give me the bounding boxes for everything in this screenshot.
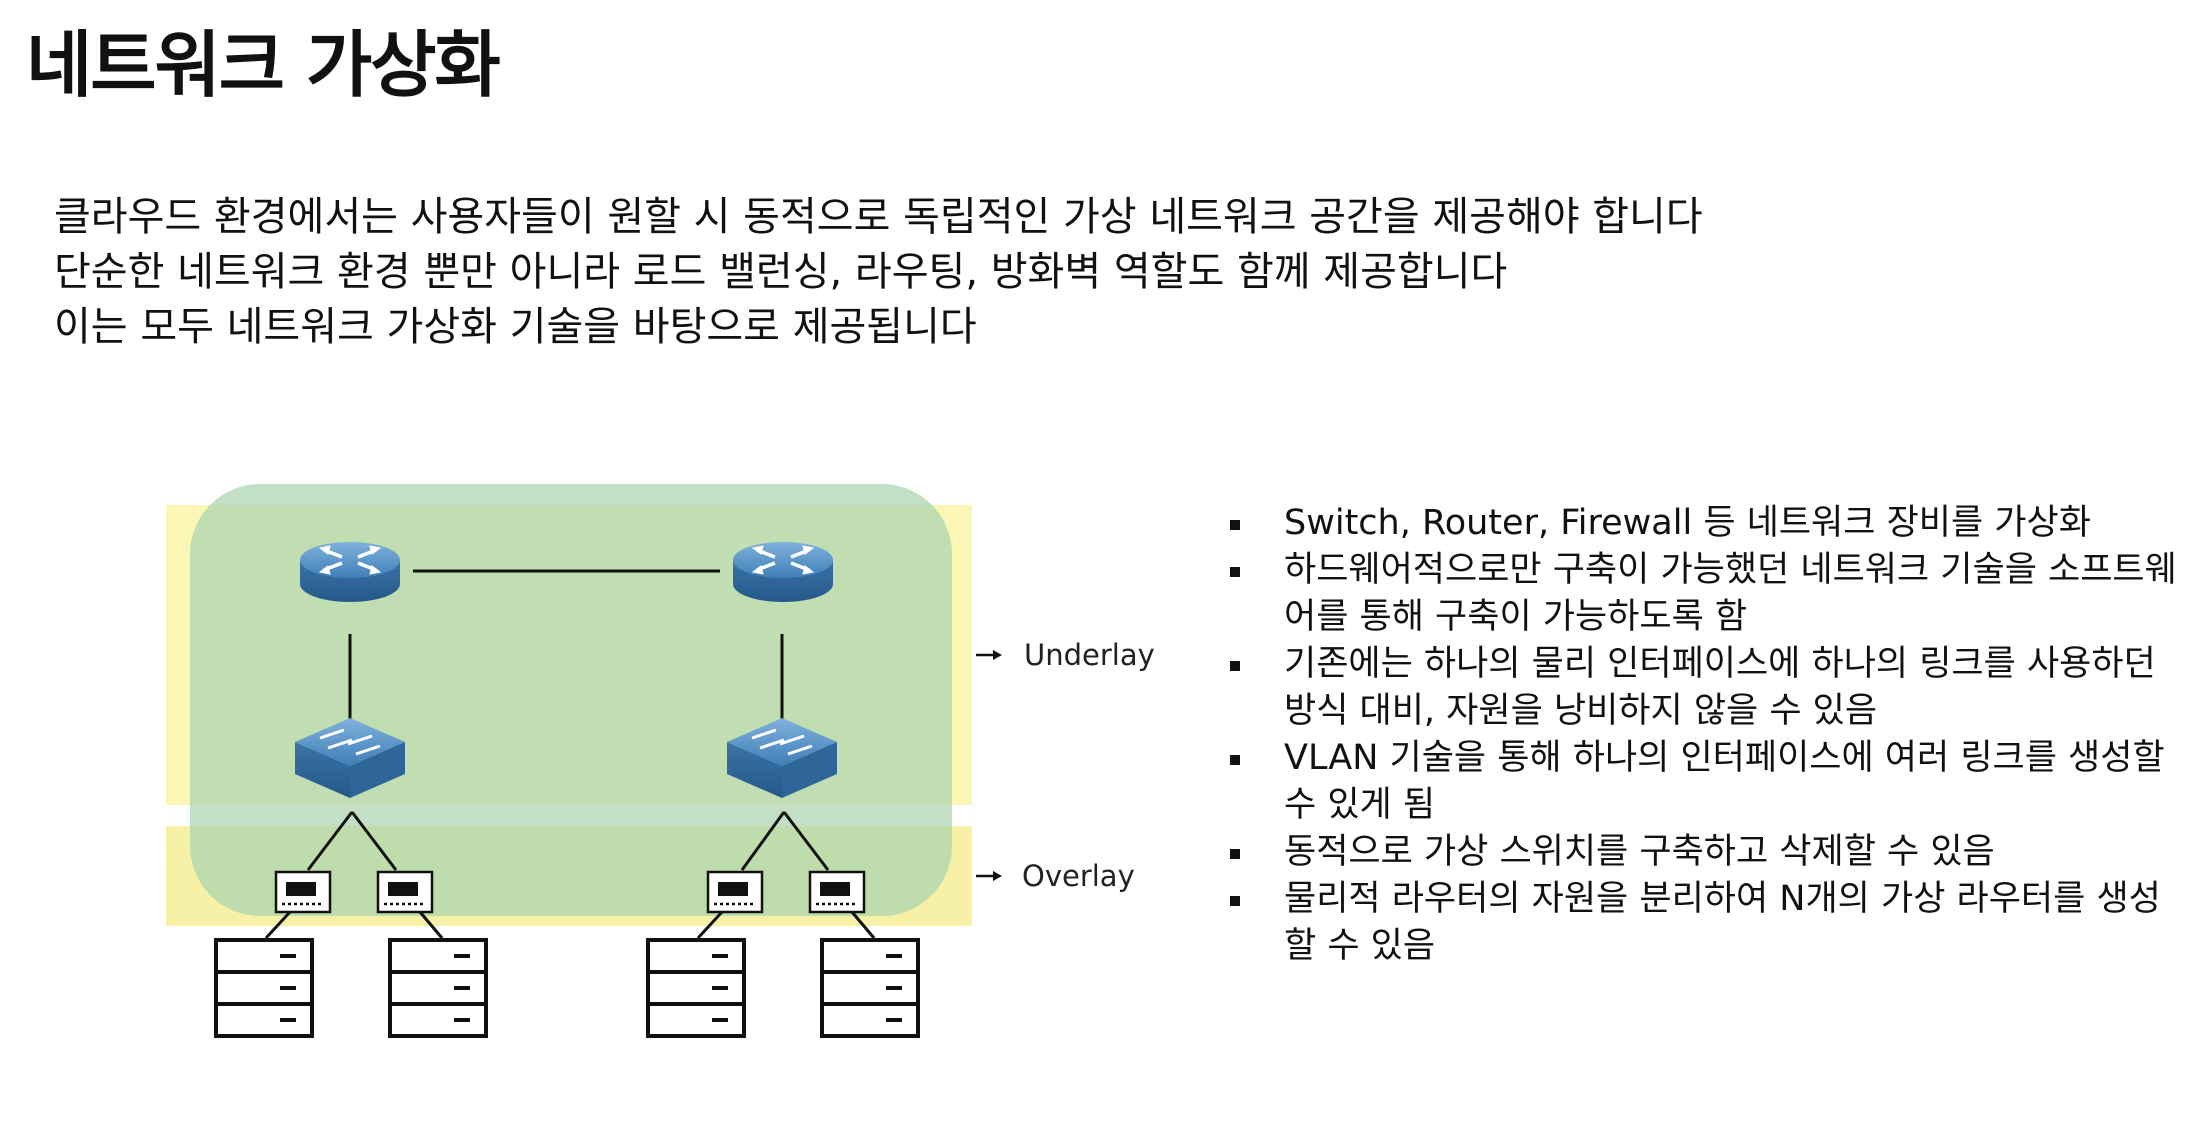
page-title: 네트워크 가상화 (26, 23, 501, 107)
switch-icon (727, 718, 837, 798)
nic-icon (274, 870, 332, 914)
network-links (264, 569, 876, 940)
nic-icon (706, 870, 764, 914)
intro-line: 단순한 네트워크 환경 뿐만 아니라 로드 밸런싱, 라우팅, 방화벽 역할도 … (54, 249, 1508, 295)
server-icon (820, 938, 920, 1038)
nic-icon (808, 870, 866, 914)
server-icon (646, 938, 746, 1038)
list-item: 하드웨어적으로만 구축이 가능했던 네트워크 기술을 소프트웨어를 통해 구축이… (1218, 547, 2178, 641)
overlay-label: Overlay (1022, 859, 1135, 893)
list-item: 동적으로 가상 스위치를 구축하고 삭제할 수 있음 (1218, 829, 2178, 876)
server-icon (214, 938, 314, 1038)
switch-icon (295, 718, 405, 798)
router-icon (733, 542, 833, 602)
list-item: Switch, Router, Firewall 등 네트워크 장비를 가상화 (1218, 500, 2178, 547)
list-item: VLAN 기술을 통해 하나의 인터페이스에 여러 링크를 생성할 수 있게 됨 (1218, 735, 2178, 829)
nic-icon (376, 870, 434, 914)
feature-list: Switch, Router, Firewall 등 네트워크 장비를 가상화 … (1218, 500, 2178, 970)
underlay-arrow-icon (976, 650, 1002, 660)
intro-text: 클라우드 환경에서는 사용자들이 원할 시 동적으로 독립적인 가상 네트워크 … (54, 190, 1703, 355)
intro-line: 이는 모두 네트워크 가상화 기술을 바탕으로 제공됩니다 (54, 304, 977, 350)
router-icon (300, 542, 400, 602)
overlay-arrow-icon (976, 871, 1002, 881)
server-icon (388, 938, 488, 1038)
intro-line: 클라우드 환경에서는 사용자들이 원할 시 동적으로 독립적인 가상 네트워크 … (54, 194, 1703, 240)
virtual-network-box (190, 484, 952, 916)
underlay-label: Underlay (1024, 638, 1155, 672)
list-item: 기존에는 하나의 물리 인터페이스에 하나의 링크를 사용하던 방식 대비, 자… (1218, 641, 2178, 735)
list-item: 물리적 라우터의 자원을 분리하여 N개의 가상 라우터를 생성할 수 있음 (1218, 876, 2178, 970)
